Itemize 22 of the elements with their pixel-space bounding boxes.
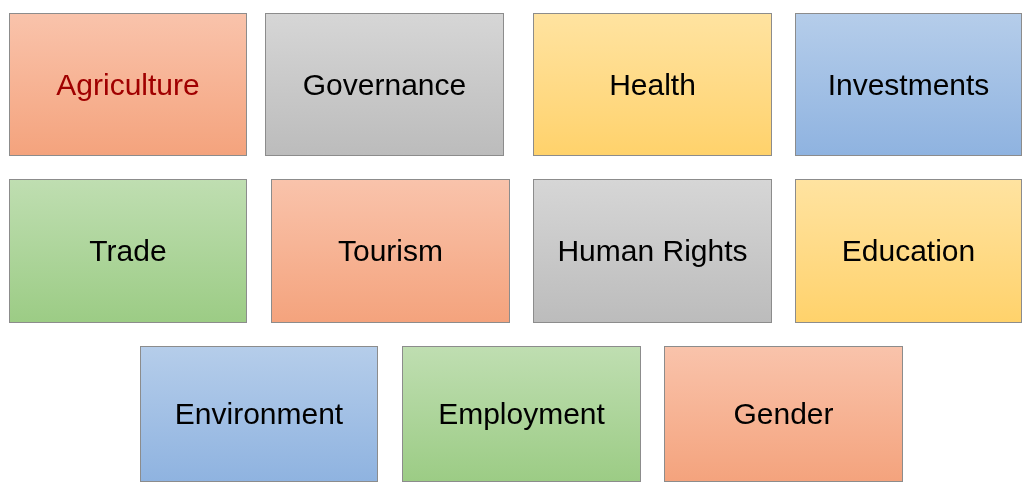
topic-label: Trade [89,233,167,269]
topic-box [533,13,772,156]
topic-box [795,13,1022,156]
topic-box [140,346,378,482]
topic-label: Environment [174,396,344,432]
topic-label: Agriculture [56,66,200,103]
topic-label: Employment [438,396,605,432]
topic-box [664,346,903,482]
topic-box [795,179,1022,323]
topic-label: Governance [302,66,467,103]
topic-label: Health [609,66,696,103]
topic-label: Investments [827,66,990,103]
topic-box [402,346,641,482]
topic-label: Gender [733,396,834,432]
topic-box [9,179,247,323]
topic-box [9,13,247,156]
topic-box [533,179,772,323]
topic-label: Human Rights [557,233,748,269]
topic-label: Tourism [338,233,443,269]
topic-label: Education [841,233,976,269]
topic-box [271,179,510,323]
topic-box [265,13,504,156]
